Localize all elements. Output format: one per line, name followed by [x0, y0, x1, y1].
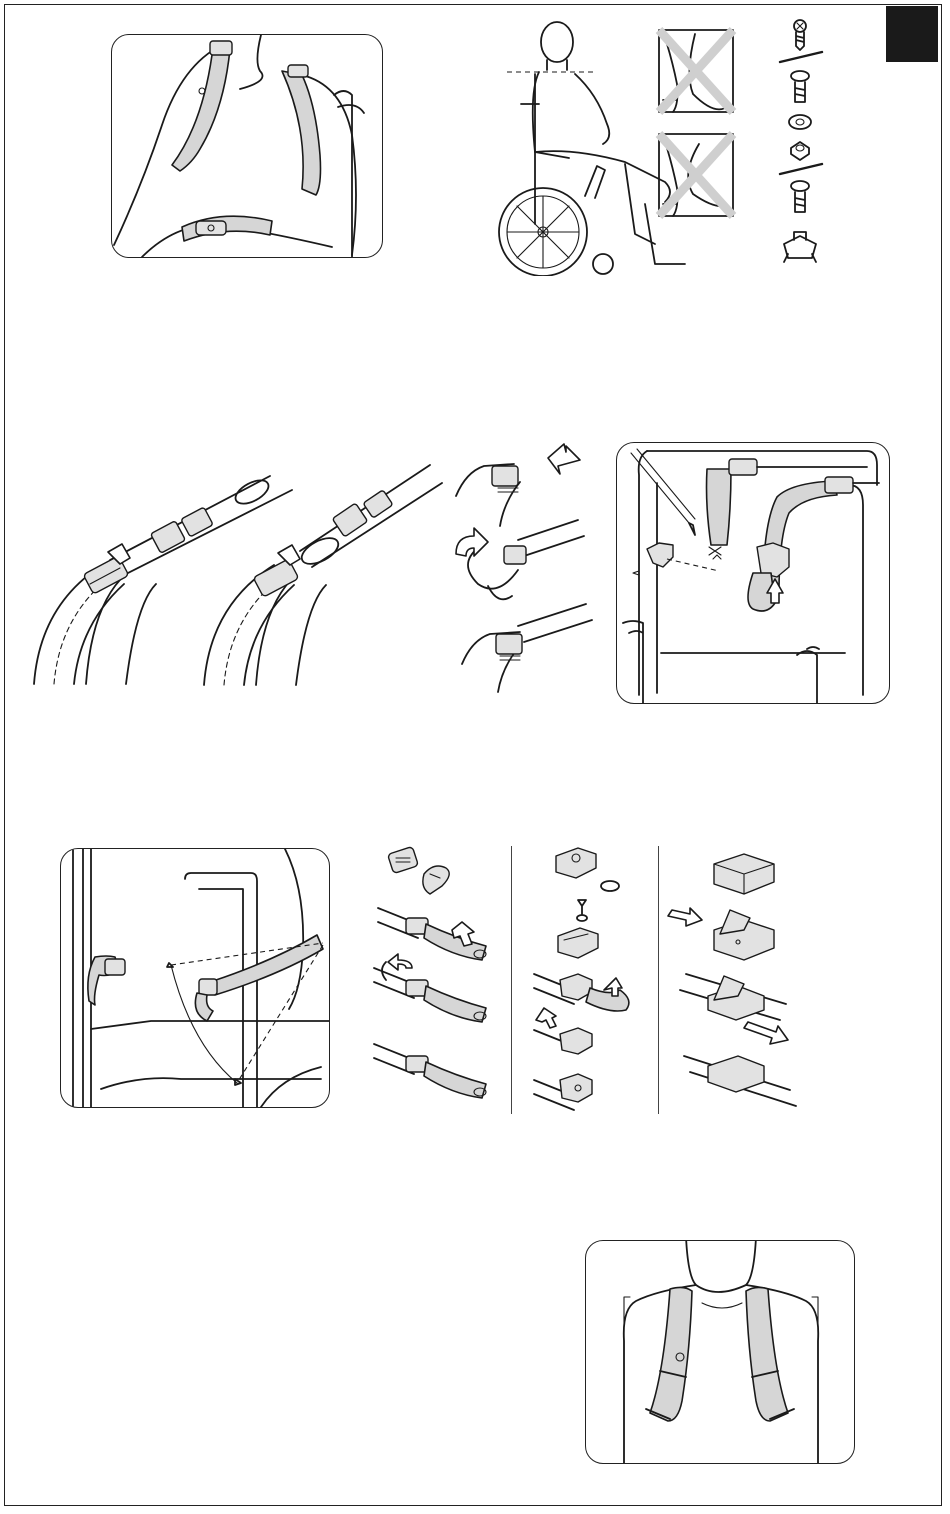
backrest-mounting-figure: [616, 442, 890, 704]
section-tab: [886, 6, 938, 62]
clip-fixing-steps-figure: [664, 850, 804, 1112]
buckle-config-b-figure: [200, 455, 445, 689]
slot-fixing-steps-figure: [368, 844, 508, 1116]
cam-buckle-steps-figure: [448, 436, 598, 698]
hardware-parts-figure: [770, 18, 830, 268]
strap-angle-figure: [60, 848, 330, 1108]
column-divider: [511, 846, 512, 1114]
bracket-fixing-steps-figure: [520, 844, 652, 1116]
seating-posture-figure: [495, 14, 750, 276]
column-divider: [658, 846, 659, 1114]
harness-front-figure: [585, 1240, 855, 1464]
harness-worn-figure: [111, 34, 383, 258]
